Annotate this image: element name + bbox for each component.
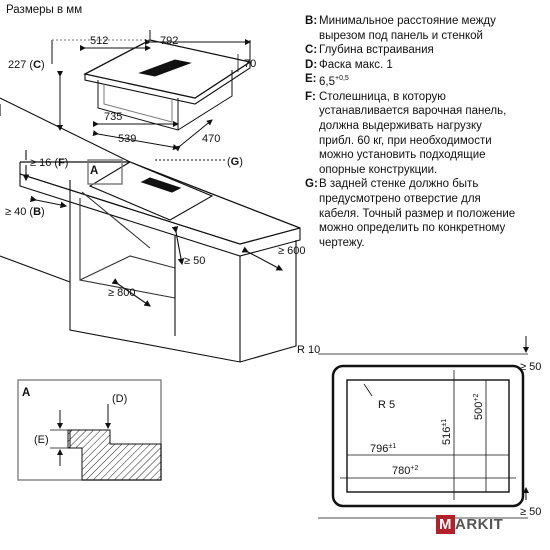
callout-a: A xyxy=(90,165,98,177)
dim-792: 792 xyxy=(160,35,178,47)
legend-key: B: xyxy=(305,15,318,27)
dim-516: 516±1 xyxy=(441,419,453,445)
page-title: Размеры в мм xyxy=(6,4,83,16)
legend-text: Глубина встраивания xyxy=(319,44,434,57)
legend-text: Фаска макс. 1 xyxy=(319,58,393,71)
detail-d: (D) xyxy=(112,393,127,405)
legend-text: Столешница, в которую устанавливается ва… xyxy=(319,90,507,176)
dim-470: 470 xyxy=(202,133,220,145)
legend-item-f: F: Столешница, в которую устанавливается… xyxy=(305,90,550,178)
legend-item-g: G: В задней стенке должно быть предусмот… xyxy=(305,177,550,250)
dim-top50: ≥ 50 xyxy=(520,361,541,373)
legend: B: Минимальное расстояние между вырезом … xyxy=(305,14,550,250)
dim-500: 500+2 xyxy=(473,394,485,420)
dim-735: 735 xyxy=(104,111,122,123)
dim-d600: ≥ 600 xyxy=(278,245,305,257)
dim-780: 780+2 xyxy=(392,465,418,477)
legend-item-d: D: Фаска макс. 1 xyxy=(305,58,550,73)
cutout-plan xyxy=(318,336,529,519)
legend-key: G: xyxy=(305,178,318,191)
dim-r5: R 5 xyxy=(378,399,395,411)
legend-item-c: C: Глубина встраивания xyxy=(305,43,550,58)
legend-key: F: xyxy=(305,90,316,103)
legend-key: E: xyxy=(305,73,317,86)
legend-tolerance: +0,5 xyxy=(335,75,349,83)
dim-227: 227 (C) xyxy=(8,59,45,71)
detail-e: (E) xyxy=(34,434,49,446)
callout-g: (G) xyxy=(227,156,243,168)
logo-text: ARKIT xyxy=(455,516,504,533)
legend-key: D: xyxy=(305,58,318,71)
dim-70: 70 xyxy=(244,58,256,70)
legend-text: В задней стенке должно быть предусмотрен… xyxy=(319,178,516,249)
dim-r10: R 10 xyxy=(297,344,320,356)
dim-b40: ≥ 40 (B) xyxy=(5,206,45,218)
hob-perspective xyxy=(51,30,252,152)
legend-key: C: xyxy=(305,44,318,57)
legend-text: 6,5+0,5 xyxy=(319,75,349,89)
legend-text: Минимальное расстояние между вырезом под… xyxy=(319,15,496,42)
logo-mark: M xyxy=(436,515,455,534)
dim-d800: ≥ 800 xyxy=(108,287,135,299)
dim-539: 539 xyxy=(118,133,136,145)
detail-label: A xyxy=(22,387,30,399)
dim-512: 512 xyxy=(90,35,108,47)
dim-f16: ≥ 16 (F) xyxy=(30,157,68,169)
dim-bot50: ≥ 50 xyxy=(520,506,541,518)
dim-796: 796±1 xyxy=(370,443,396,455)
legend-item-b: B: Минимальное расстояние между вырезом … xyxy=(305,14,550,43)
legend-item-e: E: 6,5+0,5 xyxy=(305,72,550,89)
dim-d50: ≥ 50 xyxy=(184,255,205,267)
detail-a xyxy=(17,379,162,481)
countertop-cabinet xyxy=(0,97,301,363)
